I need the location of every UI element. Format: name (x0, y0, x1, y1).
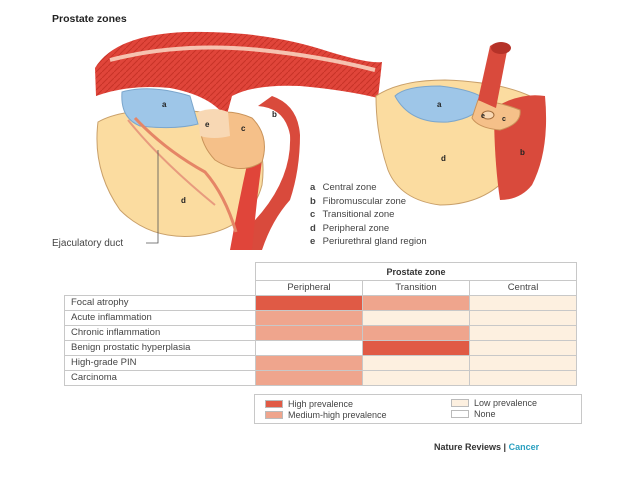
label-c-3d: c (502, 116, 506, 123)
three-dimensional-view: a e c b d (375, 42, 547, 206)
prevalence-cell (362, 354, 470, 371)
key-item-low: Low prevalence (451, 398, 537, 408)
column-header-transition: Transition (362, 280, 470, 296)
bladder-lining (109, 45, 376, 72)
swatch-none (451, 410, 469, 418)
prevalence-cell (255, 324, 363, 341)
label-d: d (181, 196, 186, 205)
seminal-duct-line (127, 119, 216, 206)
figure-title: Prostate zones (52, 13, 127, 25)
urethra-lower (230, 160, 262, 250)
row-label: Chronic inflammation (64, 324, 256, 341)
prevalence-cell (255, 369, 363, 386)
legend-item: d Peripheral zone (310, 222, 390, 234)
label-b: b (272, 110, 277, 119)
urethra-3d (478, 43, 508, 108)
legend-item: c Transitional zone (310, 209, 395, 220)
prevalence-cell (255, 354, 363, 371)
journal-name: Nature Reviews (434, 442, 502, 452)
table-row: Chronic inflammation (64, 324, 577, 341)
prevalence-cell (362, 369, 470, 386)
label-d-3d: d (441, 154, 446, 163)
prevalence-cell (469, 354, 577, 371)
prevalence-key: High prevalence Medium-high prevalence L… (254, 394, 582, 424)
table-row: Carcinoma (64, 369, 577, 386)
central-zone-a (121, 88, 199, 129)
row-label: Acute inflammation (64, 309, 256, 326)
prevalence-cell (469, 324, 577, 341)
key-item-high: High prevalence (265, 399, 353, 409)
prevalence-cell (362, 294, 470, 311)
table-row: Acute inflammation (64, 309, 577, 326)
prevalence-cell (255, 294, 363, 311)
label-b-3d: b (520, 148, 525, 157)
legend-item: a Central zone (310, 182, 377, 193)
prevalence-cell (469, 309, 577, 326)
column-header-central: Central (469, 280, 577, 296)
journal-section: Cancer (508, 442, 540, 452)
urethra-opening (491, 42, 511, 54)
prevalence-cell (469, 369, 577, 386)
label-e-3d: e (481, 113, 485, 120)
prevalence-cell (362, 309, 470, 326)
sagittal-section-view: a e c b d (95, 31, 382, 250)
prostate-anatomy-illustration: a e c b d a e c b d (95, 31, 547, 250)
label-c: c (241, 124, 246, 133)
ejaculatory-duct-label: Ejaculatory duct (52, 238, 124, 249)
prevalence-cell (255, 309, 363, 326)
swatch-medium-high (265, 411, 283, 419)
bladder-wall (95, 31, 382, 118)
prevalence-cell (362, 339, 470, 356)
legend-item: b Fibromuscular zone (310, 195, 407, 207)
prevalence-cell (362, 324, 470, 341)
key-item-medium-high: Medium-high prevalence (265, 410, 387, 420)
ejaculatory-duct-line (133, 116, 238, 233)
label-a: a (162, 100, 167, 109)
legend-item: e Periurethral gland region (310, 236, 427, 247)
swatch-high (265, 400, 283, 408)
journal-brand: Nature Reviews | Cancer (434, 442, 539, 452)
prevalence-cell (469, 339, 577, 356)
key-item-none: None (451, 409, 496, 419)
column-header-peripheral: Peripheral (255, 280, 363, 296)
table-row: High-grade PIN (64, 354, 577, 371)
row-label: High-grade PIN (64, 354, 256, 371)
swatch-low (451, 399, 469, 407)
zone-legend: a Central zone b Fibromuscular zone c Tr… (310, 181, 427, 249)
prostate-zone-header: Prostate zone (255, 262, 577, 281)
brand-separator: | (503, 442, 507, 452)
duct-leader-line (146, 150, 159, 244)
prevalence-cell (469, 294, 577, 311)
prevalence-cell (255, 339, 363, 356)
table-row: Benign prostatic hyperplasia (64, 339, 577, 356)
row-label: Focal atrophy (64, 294, 256, 311)
transitional-zone-3d (471, 99, 521, 131)
prevalence-table: Prostate zone Peripheral Transition Cent… (64, 262, 577, 386)
row-label: Carcinoma (64, 369, 256, 386)
table-row: Focal atrophy (64, 294, 577, 311)
label-a-3d: a (437, 100, 442, 109)
periurethral-region-3d (481, 110, 495, 120)
periurethral-region-e (198, 109, 230, 138)
row-label: Benign prostatic hyperplasia (64, 339, 256, 356)
label-e: e (205, 120, 210, 129)
